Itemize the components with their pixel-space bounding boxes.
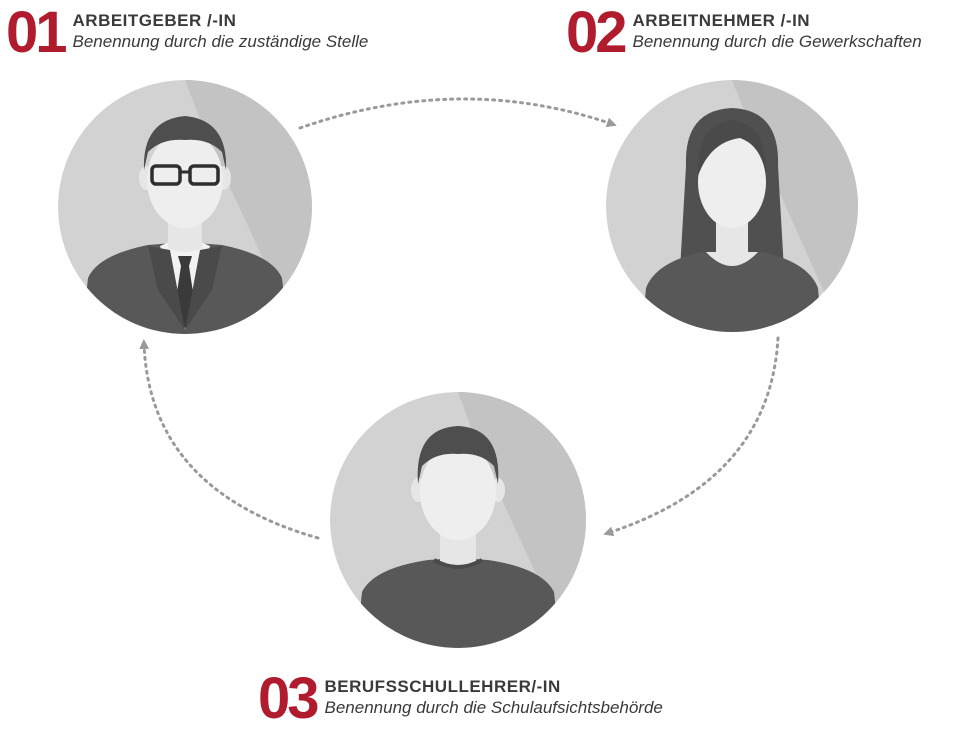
role-label-employer: 01 ARBEITGEBER /-IN Benennung durch die …	[6, 0, 369, 65]
role-number: 02	[566, 0, 627, 65]
arrow-01-to-02	[298, 97, 617, 130]
role-number: 03	[258, 666, 319, 731]
role-label-teacher: 03 BERUFSSCHULLEHRER/-IN Benennung durch…	[258, 666, 663, 731]
role-label-employee: 02 ARBEITNEHMER /-IN Benennung durch die…	[566, 0, 922, 65]
arrow-02-to-03	[603, 336, 780, 537]
role-title: ARBEITGEBER /-IN	[72, 11, 237, 30]
role-title: ARBEITNEHMER /-IN	[632, 11, 811, 30]
role-number: 01	[6, 0, 67, 65]
role-description: Benennung durch die zuständige Stelle	[72, 32, 369, 51]
businessman-with-glasses-icon	[58, 80, 312, 334]
woman-long-hair-icon	[606, 80, 858, 332]
role-description: Benennung durch die Schulaufsichtsbehörd…	[324, 698, 663, 717]
role-title: BERUFSSCHULLEHRER/-IN	[324, 677, 561, 696]
role-description: Benennung durch die Gewerkschaften	[632, 32, 922, 51]
man-short-hair-icon	[330, 392, 586, 648]
arrow-03-to-01	[139, 339, 320, 540]
